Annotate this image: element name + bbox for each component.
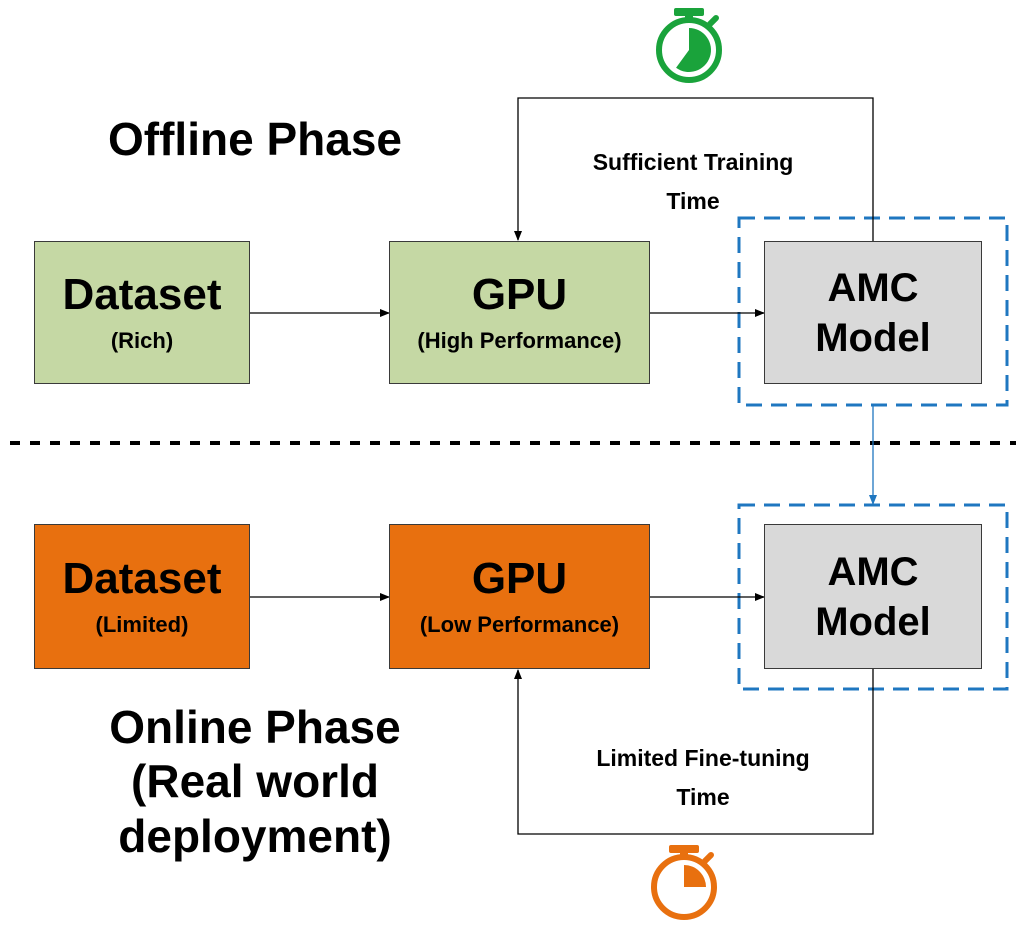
offline-model-line1: AMC <box>827 265 919 310</box>
offline-phase-title: Offline Phase <box>108 113 402 165</box>
online-stopwatch-icon <box>651 845 717 920</box>
online-dataset-label: Dataset <box>62 554 222 604</box>
offline-gpu-sublabel: (High Performance) <box>417 327 622 353</box>
offline-loop-caption-line2: Time <box>666 188 720 215</box>
online-loop-caption: Limited Fine-tuning Time <box>555 739 851 817</box>
online-dataset-box: Dataset (Limited) <box>34 524 250 669</box>
online-phase-title-line1: Online Phase <box>109 701 401 753</box>
offline-dataset-label: Dataset <box>62 270 222 320</box>
offline-gpu-box: GPU (High Performance) <box>389 241 650 384</box>
online-amc-model-box: AMC Model <box>764 524 982 669</box>
online-dataset-sublabel: (Limited) <box>95 611 189 637</box>
online-loop-caption-line2: Time <box>676 784 730 811</box>
offline-training-loop-arrow <box>514 97 874 241</box>
offline-stopwatch-icon <box>656 8 722 83</box>
offline-loop-caption-line1: Sufficient Training <box>592 149 794 175</box>
online-gpu-box: GPU (Low Performance) <box>389 524 650 669</box>
offline-amc-model-box: AMC Model <box>764 241 982 384</box>
offline-dataset-sublabel: (Rich) <box>110 327 174 353</box>
offline-model-line2: Model <box>815 315 931 360</box>
online-gpu-sublabel: (Low Performance) <box>419 611 620 637</box>
online-model-line2: Model <box>815 599 931 644</box>
online-finetuning-loop-arrow <box>514 669 874 835</box>
online-gpu-label: GPU <box>471 554 568 604</box>
online-phase-title: Online Phase (Real world deployment) <box>70 700 440 863</box>
online-phase-title-line2: (Real world <box>131 755 379 808</box>
offline-gpu-label: GPU <box>471 270 568 320</box>
online-model-line1: AMC <box>827 549 919 594</box>
online-loop-caption-line1: Limited Fine-tuning <box>596 745 810 771</box>
offline-dataset-box: Dataset (Rich) <box>34 241 250 384</box>
offline-loop-caption: Sufficient Training Time <box>548 143 838 221</box>
online-phase-title-line3: deployment) <box>118 809 392 862</box>
